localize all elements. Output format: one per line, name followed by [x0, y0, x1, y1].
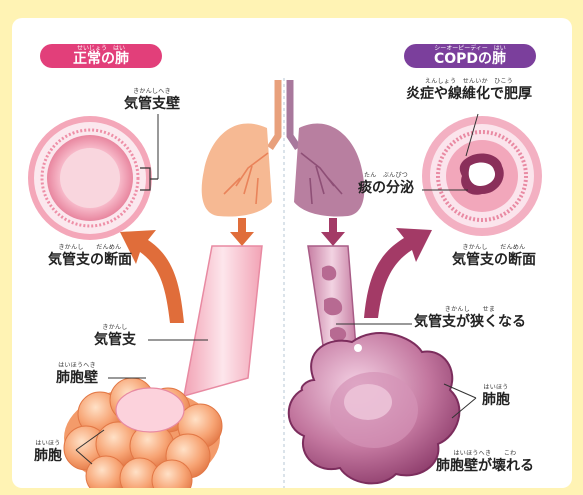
- alveoli-copd-ruby: はいほう: [483, 384, 508, 392]
- wall-label-text: 気管支壁: [124, 96, 180, 112]
- normal-bronchus: [184, 246, 262, 396]
- normal-cross-section: [28, 116, 152, 240]
- copd-badge-text: COPDの肺: [434, 52, 506, 67]
- bronchus-text: 気管支: [94, 332, 136, 348]
- arrow-normal-down: [230, 218, 254, 246]
- sputum-ruby: たん ぶんぴつ: [364, 172, 408, 180]
- alveoli-cluster-normal: [64, 378, 222, 488]
- alveoli-cluster-copd: [289, 333, 460, 483]
- normal-section-text: 気管支の断面: [48, 252, 132, 268]
- alveoli-label-copd: はいほう 肺胞: [482, 384, 510, 408]
- thickening-ruby: えんしょう せんいか ひこう: [425, 78, 513, 86]
- wall-label-ruby: きかんしへき: [133, 88, 171, 96]
- normal-lung-badge: せいじょう はい 正常の肺: [40, 44, 162, 68]
- wall-label: きかんしへき 気管支壁: [124, 88, 180, 112]
- narrow-label: きかんし せま 気管支が狭くなる: [414, 306, 526, 330]
- narrow-ruby: きかんし せま: [445, 306, 495, 314]
- normal-section-label: きかんし だんめん 気管支の断面: [48, 244, 132, 268]
- bronchus-ruby: きかんし: [102, 324, 127, 332]
- broken-wall-label: はいほうへき こわ 肺胞壁が壊れる: [436, 450, 534, 474]
- diagram-panel: せいじょう はい 正常の肺 シーオーピーディー はい COPDの肺 きかんしへき…: [12, 18, 572, 488]
- broken-text: 肺胞壁が壊れる: [436, 458, 534, 474]
- normal-section-ruby: きかんし だんめん: [58, 244, 121, 252]
- bronchus-label: きかんし 気管支: [94, 324, 136, 348]
- alveolar-wall-text: 肺胞壁: [56, 370, 98, 386]
- narrow-text: 気管支が狭くなる: [414, 314, 526, 330]
- arrow-copd-curved: [364, 228, 432, 318]
- copd-section-ruby: きかんし だんめん: [462, 244, 525, 252]
- lung-icon-copd: [290, 80, 364, 216]
- broken-ruby: はいほうへき こわ: [453, 450, 516, 458]
- sputum-text: 痰の分泌: [358, 180, 414, 196]
- alveoli-normal-text: 肺胞: [34, 448, 62, 464]
- arrow-copd-down: [321, 218, 345, 246]
- alveolar-wall-ruby: はいほうへき: [58, 362, 96, 370]
- alveolar-wall-label: はいほうへき 肺胞壁: [56, 362, 98, 386]
- alveoli-normal-ruby: はいほう: [35, 440, 60, 448]
- thickening-text: 炎症や線維化で肥厚: [406, 86, 532, 102]
- thickening-label: えんしょう せんいか ひこう 炎症や線維化で肥厚: [406, 78, 532, 102]
- copd-cross-section: [422, 116, 542, 236]
- alveoli-copd-text: 肺胞: [482, 392, 510, 408]
- lung-icon-normal: [202, 80, 278, 216]
- alveoli-label-normal: はいほう 肺胞: [34, 440, 62, 464]
- normal-badge-text: 正常の肺: [73, 52, 129, 67]
- copd-section-label: きかんし だんめん 気管支の断面: [452, 244, 536, 268]
- copd-section-text: 気管支の断面: [452, 252, 536, 268]
- sputum-label: たん ぶんぴつ 痰の分泌: [358, 172, 414, 196]
- copd-lung-badge: シーオーピーディー はい COPDの肺: [404, 44, 536, 68]
